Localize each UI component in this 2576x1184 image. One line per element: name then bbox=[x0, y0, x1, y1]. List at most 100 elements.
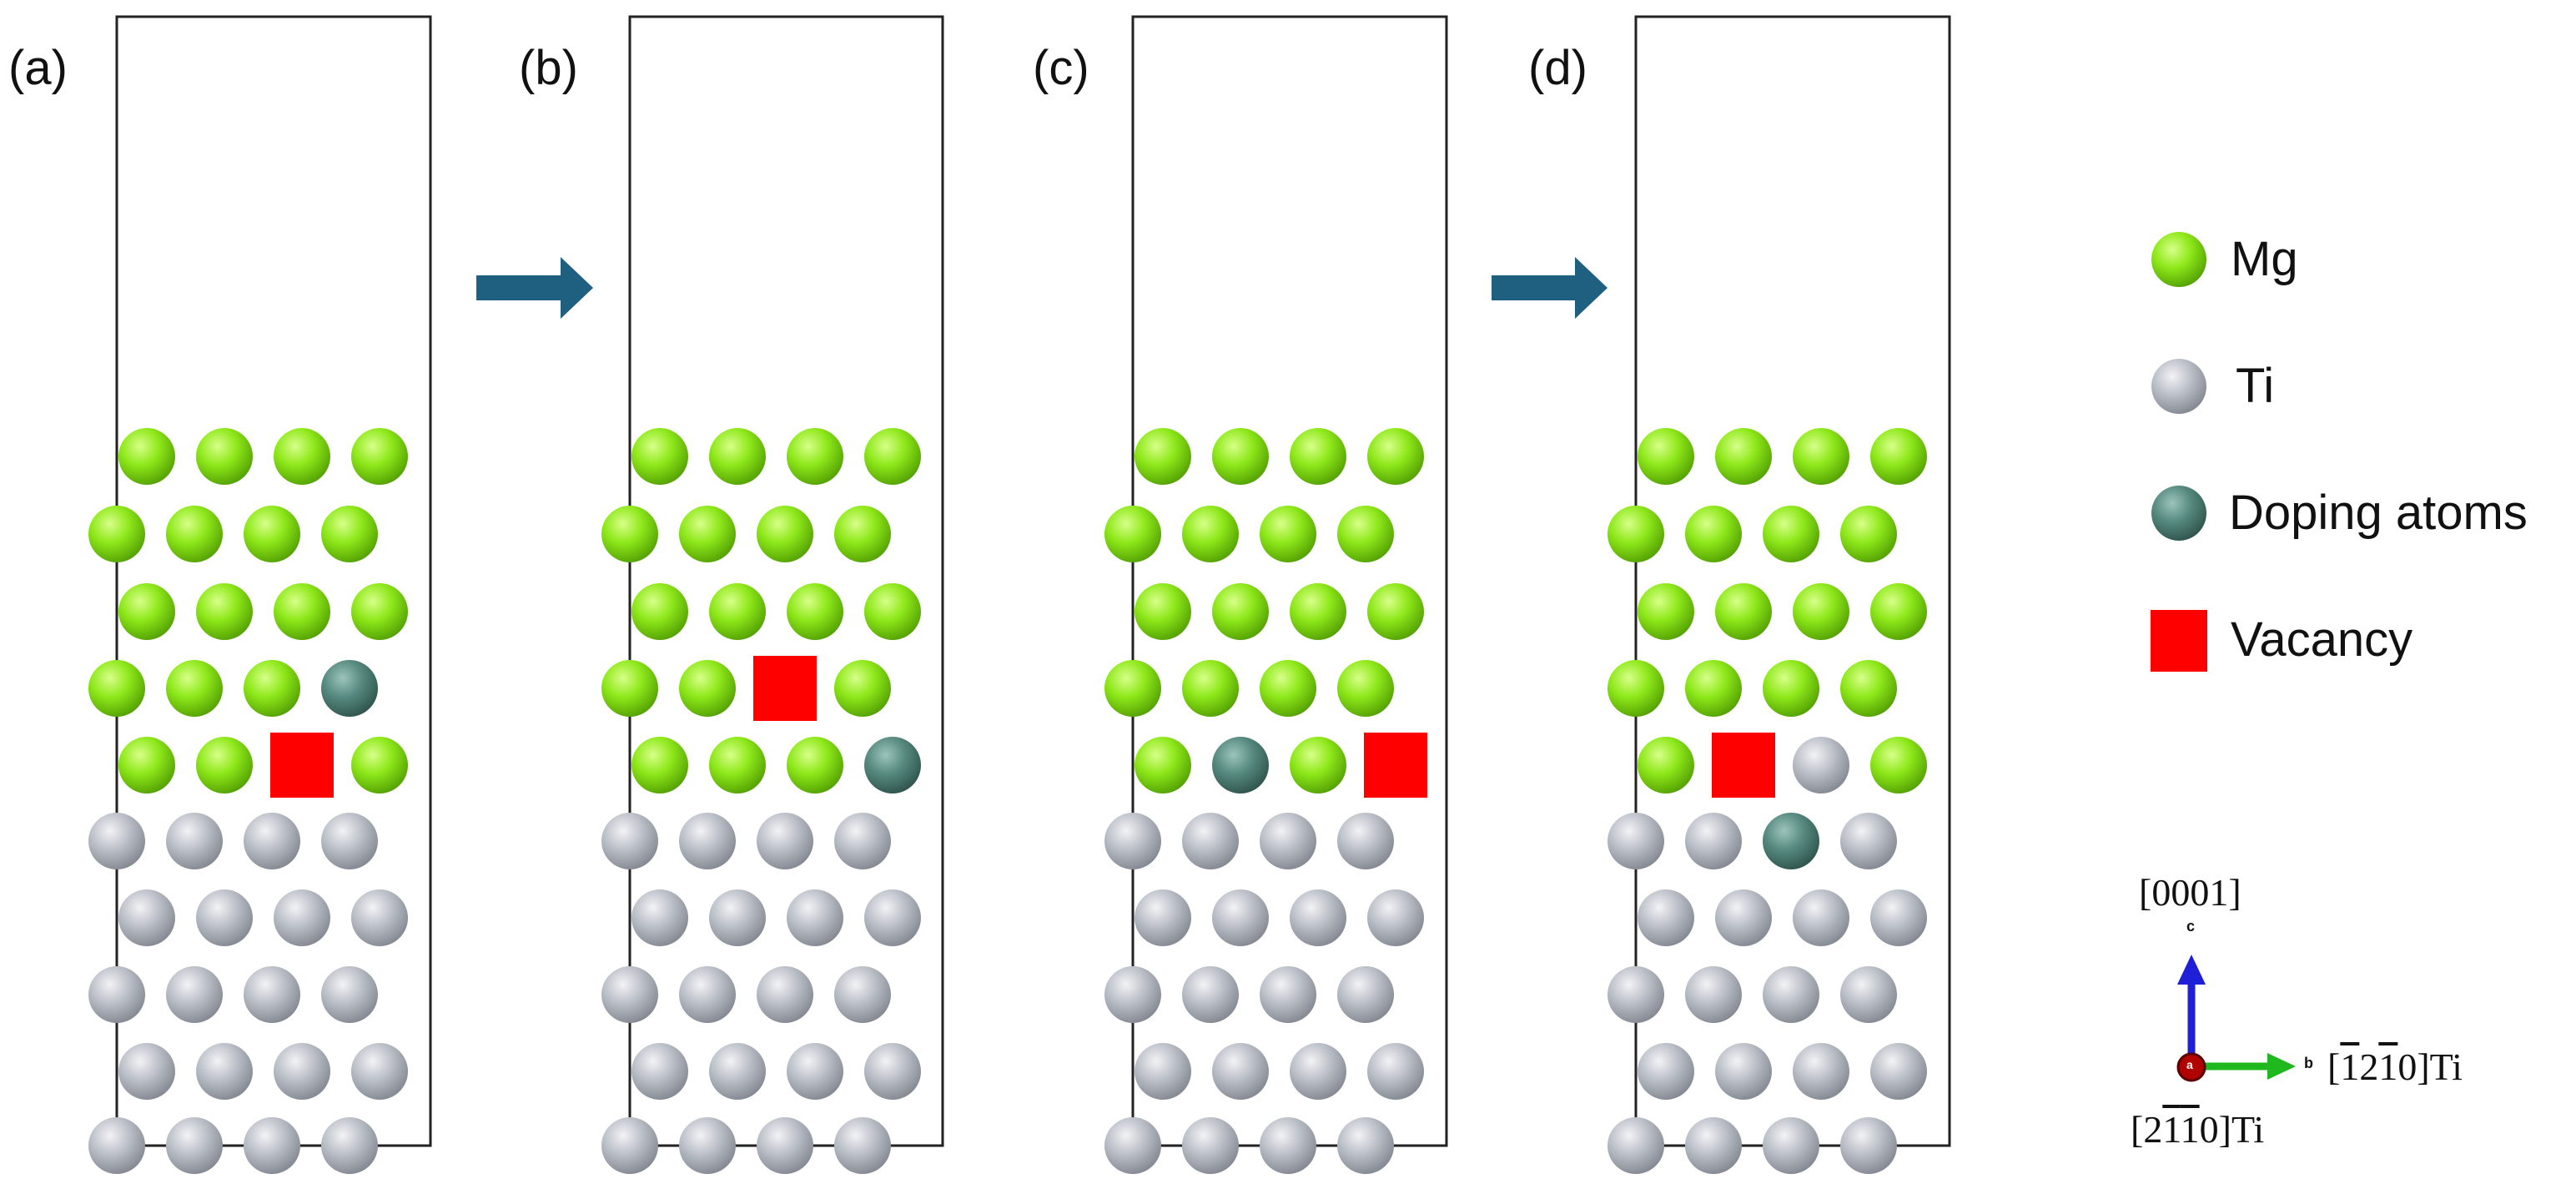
panel-b bbox=[601, 15, 944, 1174]
ti-atom bbox=[1337, 966, 1394, 1023]
crystal-axis-triad bbox=[2176, 955, 2296, 1082]
ti-atom bbox=[321, 1117, 378, 1174]
b-direction-label: [1210]Ti bbox=[2327, 1045, 2463, 1089]
mg-atom bbox=[709, 583, 766, 640]
ti-atom bbox=[631, 1043, 688, 1100]
ti-atom bbox=[321, 966, 378, 1023]
mg-atom bbox=[834, 660, 891, 717]
panel-a bbox=[88, 15, 432, 1174]
panel-d bbox=[1607, 15, 1951, 1174]
mg-atom bbox=[351, 428, 408, 485]
mg-atom bbox=[1607, 506, 1664, 562]
mg-atom bbox=[196, 428, 253, 485]
ti-atom bbox=[1135, 1043, 1191, 1100]
mg-atom bbox=[1135, 737, 1191, 794]
mg-atom bbox=[709, 737, 766, 794]
b-dir-d2: 2 bbox=[2359, 1045, 2379, 1088]
legend-item-mg: Mg bbox=[2231, 231, 2298, 287]
ti-atom bbox=[88, 966, 145, 1023]
mg-atom bbox=[601, 506, 658, 562]
mg-atom bbox=[631, 583, 688, 640]
mg-atom bbox=[118, 737, 175, 794]
ti-atom bbox=[1104, 813, 1161, 869]
mg-atom bbox=[1290, 737, 1346, 794]
mg-atom bbox=[787, 428, 843, 485]
ti-atom bbox=[1260, 1117, 1316, 1174]
mg-atom bbox=[1367, 583, 1424, 640]
ti-atom bbox=[1337, 813, 1394, 869]
legend-label-mg: Mg bbox=[2231, 232, 2298, 286]
doping-atom bbox=[1212, 737, 1269, 794]
ti-atom bbox=[1840, 966, 1897, 1023]
mg-atom bbox=[1290, 583, 1346, 640]
ti-atom bbox=[166, 813, 223, 869]
mg-atom bbox=[351, 583, 408, 640]
ti-atom bbox=[1763, 966, 1819, 1023]
ti-atom bbox=[1870, 1043, 1927, 1100]
ti-atom bbox=[709, 1043, 766, 1100]
mg-atom bbox=[864, 583, 921, 640]
ti-atom bbox=[244, 1117, 300, 1174]
ti-atom bbox=[244, 813, 300, 869]
a-dir-post: ]Ti bbox=[2218, 1108, 2265, 1151]
mg-atom bbox=[1870, 583, 1927, 640]
ti-atom bbox=[351, 1043, 408, 1100]
mg-atom bbox=[1135, 428, 1191, 485]
mg-atom bbox=[1104, 506, 1161, 562]
ti-atom bbox=[274, 889, 330, 946]
ti-atom bbox=[1793, 1043, 1849, 1100]
mg-atom bbox=[1840, 660, 1897, 717]
ti-atom bbox=[1840, 1117, 1897, 1174]
mg-atom bbox=[1104, 660, 1161, 717]
mg-atom bbox=[196, 583, 253, 640]
doping-atom bbox=[864, 737, 921, 794]
mg-atom bbox=[1870, 428, 1927, 485]
mg-atom bbox=[1763, 506, 1819, 562]
ti-atom bbox=[1337, 1117, 1394, 1174]
mg-atom bbox=[1290, 428, 1346, 485]
ti-atom bbox=[834, 813, 891, 869]
ti-atom bbox=[864, 1043, 921, 1100]
mg-atom bbox=[1638, 428, 1694, 485]
a-dir-d1: 1 bbox=[2162, 1108, 2181, 1151]
mg-atom bbox=[709, 428, 766, 485]
ti-atom bbox=[351, 889, 408, 946]
legend-marker-mg bbox=[2151, 232, 2206, 287]
ti-atom bbox=[1367, 1043, 1424, 1100]
ti-atom bbox=[1685, 966, 1742, 1023]
panel-label-a: (a) bbox=[8, 41, 68, 95]
mg-atom bbox=[244, 506, 300, 562]
mg-atom bbox=[118, 428, 175, 485]
mg-atom bbox=[1685, 506, 1742, 562]
ti-atom bbox=[1870, 889, 1927, 946]
ti-atom bbox=[1715, 889, 1772, 946]
ti-atom bbox=[88, 813, 145, 869]
ti-atom bbox=[1763, 1117, 1819, 1174]
legend-marker-dopant bbox=[2151, 486, 2206, 541]
mg-atom bbox=[1337, 506, 1394, 562]
mg-atom bbox=[631, 737, 688, 794]
ti-atom bbox=[709, 889, 766, 946]
a-dir-d2: 1 bbox=[2180, 1108, 2200, 1151]
ti-atom bbox=[679, 813, 736, 869]
a-dir-d3: 0 bbox=[2199, 1108, 2219, 1151]
mg-atom bbox=[1337, 660, 1394, 717]
legend-marker-vacancy bbox=[2151, 610, 2207, 672]
mg-atom bbox=[1638, 737, 1694, 794]
c-axis-arrowhead bbox=[2177, 955, 2206, 985]
mg-atom bbox=[1260, 506, 1316, 562]
ti-atom bbox=[274, 1043, 330, 1100]
mg-atom bbox=[1870, 737, 1927, 794]
doping-atom bbox=[321, 660, 378, 717]
ti-atom bbox=[244, 966, 300, 1023]
vacancy-site bbox=[753, 656, 817, 721]
ti-atom bbox=[1840, 813, 1897, 869]
ti-atom bbox=[1638, 889, 1694, 946]
mg-atom bbox=[834, 506, 891, 562]
panel-label-c: (c) bbox=[1033, 41, 1089, 95]
mg-atom bbox=[1212, 583, 1269, 640]
ti-atom bbox=[787, 1043, 843, 1100]
ti-atom bbox=[1182, 813, 1239, 869]
